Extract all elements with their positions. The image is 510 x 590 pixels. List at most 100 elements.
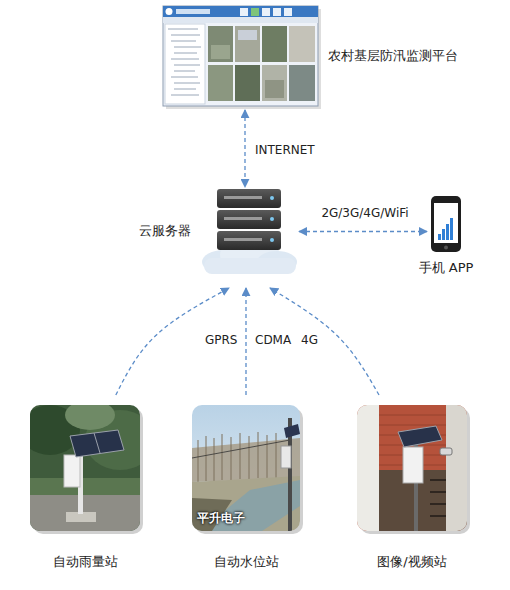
platform-screenshot bbox=[289, 26, 315, 62]
rain-station-photo bbox=[20, 400, 155, 534]
node-label: 图像/视频站 bbox=[377, 554, 446, 570]
platform-screenshot bbox=[171, 95, 199, 96]
station-node: 云服务器 bbox=[203, 186, 296, 276]
platform-screenshot bbox=[284, 8, 292, 16]
cloud-server-icon bbox=[204, 258, 296, 274]
water-station-photo bbox=[192, 476, 300, 531]
platform-screenshot bbox=[171, 41, 196, 42]
rain-station-photo bbox=[65, 405, 115, 430]
platform-screenshot bbox=[168, 29, 201, 95]
platform-screenshot bbox=[174, 71, 195, 72]
water-station-photo bbox=[222, 434, 223, 480]
water-station-photo bbox=[192, 405, 300, 531]
water-station-photo bbox=[281, 446, 291, 468]
link-label: 4G bbox=[299, 333, 320, 347]
phone-icon bbox=[431, 196, 461, 252]
platform-screenshot bbox=[235, 65, 260, 101]
link-label: 2G/3G/4G/WiFi bbox=[319, 206, 410, 220]
dashed-connector bbox=[244, 110, 245, 187]
water-station-photo bbox=[231, 437, 232, 480]
platform-screenshot bbox=[174, 89, 196, 90]
rain-station-photo bbox=[30, 405, 140, 531]
link-label: CDMA bbox=[253, 333, 293, 347]
water-station-photo bbox=[214, 438, 215, 481]
rain-station-photo bbox=[94, 433, 100, 453]
water-station-photo bbox=[192, 440, 290, 458]
node-label: 手机 APP bbox=[419, 260, 474, 276]
platform-screenshot bbox=[174, 65, 200, 66]
platform-screenshot bbox=[176, 9, 210, 14]
platform-screenshot bbox=[208, 26, 233, 62]
platform-screenshot bbox=[251, 8, 259, 16]
water-station-photo bbox=[267, 435, 268, 478]
phone-icon bbox=[431, 196, 461, 252]
platform-screenshot bbox=[273, 8, 281, 16]
platform-screenshot bbox=[208, 65, 233, 101]
link-label: INTERNET bbox=[253, 143, 317, 157]
dashed-connector bbox=[299, 231, 427, 232]
water-station-photo bbox=[198, 432, 276, 482]
station-node: 农村基层防汛监测平台 bbox=[163, 6, 318, 106]
platform-screenshot bbox=[240, 8, 248, 16]
platform-screenshot bbox=[166, 8, 173, 15]
cloud-server-icon bbox=[217, 231, 281, 250]
platform-screenshot bbox=[171, 59, 199, 60]
station-node: 图像/视频站 bbox=[357, 405, 467, 531]
platform-screenshot bbox=[163, 6, 321, 109]
station-node: 手机 APP bbox=[431, 196, 461, 252]
water-station-photo bbox=[206, 436, 207, 481]
water-station-photo bbox=[284, 424, 300, 438]
phone-icon bbox=[434, 203, 458, 243]
cloud-server-icon bbox=[224, 238, 262, 241]
dashed-connector bbox=[245, 288, 246, 395]
node-label: 自动雨量站 bbox=[53, 554, 118, 570]
video-station-photo bbox=[357, 405, 467, 531]
water-station-photo bbox=[276, 433, 277, 478]
water-station-photo bbox=[192, 438, 300, 482]
rain-station-photo bbox=[30, 495, 140, 531]
link-label: GPRS bbox=[203, 333, 240, 347]
platform-screenshot bbox=[235, 26, 260, 62]
water-station-photo bbox=[192, 405, 303, 534]
cloud-server-icon bbox=[270, 217, 274, 221]
cloud-server-icon bbox=[224, 196, 262, 199]
video-station-photo bbox=[403, 447, 423, 483]
water-station-photo bbox=[258, 432, 259, 478]
platform-screenshot bbox=[163, 6, 318, 106]
node-label: 自动水位站 bbox=[214, 554, 279, 570]
water-station-photo bbox=[192, 405, 300, 531]
water-station-photo bbox=[198, 440, 199, 482]
phone-icon bbox=[438, 218, 453, 240]
phone-icon bbox=[438, 234, 441, 240]
video-station-photo bbox=[357, 405, 467, 531]
platform-screenshot bbox=[165, 24, 205, 104]
platform-screenshot bbox=[265, 80, 284, 98]
platform-screenshot bbox=[174, 53, 197, 54]
video-station-photo bbox=[357, 405, 470, 534]
node-label: 云服务器 bbox=[139, 223, 191, 239]
water-station-photo bbox=[240, 433, 241, 479]
platform-screenshot bbox=[262, 26, 287, 62]
video-station-photo bbox=[357, 405, 379, 531]
cloud-server-icon bbox=[224, 217, 262, 220]
cloud-server-icon bbox=[270, 238, 274, 242]
platform-screenshot bbox=[211, 45, 230, 59]
phone-icon bbox=[442, 229, 445, 240]
video-station-photo bbox=[446, 405, 467, 531]
video-station-photo bbox=[398, 426, 442, 447]
cloud-server-icon bbox=[217, 210, 281, 229]
platform-screenshot bbox=[289, 65, 315, 101]
water-station-photo bbox=[249, 436, 250, 479]
station-node: 自动雨量站 bbox=[30, 405, 140, 531]
platform-screenshot bbox=[238, 30, 257, 40]
node-label: 农村基层防汛监测平台 bbox=[328, 48, 458, 64]
platform-screenshot bbox=[163, 6, 318, 17]
platform-screenshot bbox=[163, 17, 318, 23]
cloud-server-icon bbox=[202, 189, 297, 274]
platform-screenshot bbox=[262, 65, 287, 101]
platform-screenshot bbox=[174, 83, 200, 84]
